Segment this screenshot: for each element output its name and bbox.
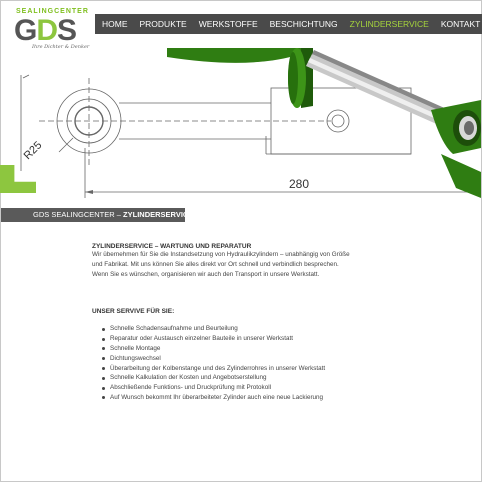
paragraph-line: Wenn Sie es wünschen, organisieren wir a…	[92, 270, 320, 278]
list-item: Schnelle Schadensaufnahme und Beurteilun…	[102, 324, 392, 334]
nav-item-produkte[interactable]: PRODUKTE	[139, 19, 187, 29]
logo-tagline: Ihre Dichter & Denker	[32, 44, 90, 50]
cylinder-image	[167, 48, 481, 198]
list-item: Schnelle Kalkulation der Kosten und Ange…	[102, 373, 392, 383]
list-item: Schnelle Montage	[102, 344, 392, 354]
radius-label: R25	[22, 139, 45, 162]
logo-mark: GDS	[14, 14, 77, 47]
section-title-prefix: GDS SEALINGCENTER –	[33, 210, 124, 219]
list-item: Überarbeitung der Kolbenstange und des Z…	[102, 364, 392, 374]
nav-item-kontakt[interactable]: KONTAKT	[440, 19, 481, 29]
logo[interactable]: SEALINGCENTER GDS Ihre Dichter & Denker	[14, 8, 94, 52]
intro-paragraph: Wir übernehmen für Sie die Instandsetzun…	[92, 250, 392, 279]
logo-top-text: SEALINGCENTER	[16, 8, 89, 15]
main-content: ZYLINDERSERVICE – WARTUNG UND REPARATUR …	[92, 243, 392, 403]
nav-item-zylinderservice[interactable]: ZYLINDERSERVICE	[349, 19, 429, 29]
main-nav: HOME PRODUKTE WERKSTOFFE BESCHICHTUNG ZY…	[95, 14, 482, 34]
list-item: Auf Wunsch bekommt Ihr überarbeiteter Zy…	[102, 393, 392, 403]
section-title-bar: GDS SEALINGCENTER – ZYLINDERSERVICE	[1, 208, 193, 222]
nav-item-home[interactable]: HOME	[102, 19, 128, 29]
service-heading: UNSER SERVIVE FÜR SIE:	[92, 308, 175, 316]
nav-item-werkstoffe[interactable]: WERKSTOFFE	[198, 19, 258, 29]
length-label: 280	[289, 177, 309, 191]
hero-cylinder-drawing: R25 280	[20, 48, 481, 198]
content-heading: ZYLINDERSERVICE – WARTUNG UND REPARATUR	[92, 243, 252, 250]
dimension-arrow-icon	[85, 190, 93, 194]
paragraph-line: Wir übernehmen für Sie die Instandsetzun…	[92, 251, 350, 258]
list-item: Abschließende Funktions- und Druckprüfun…	[102, 383, 392, 393]
paragraph-line: und Fabrikat. Mit uns können Sie alles d…	[92, 260, 339, 268]
section-title-strong: ZYLINDERSERVICE	[123, 210, 194, 219]
nav-item-beschichtung[interactable]: BESCHICHTUNG	[269, 19, 338, 29]
list-item: Reparatur oder Austausch einzelner Baute…	[102, 334, 392, 344]
list-item: Dichtungswechsel	[102, 354, 392, 364]
service-list: Schnelle Schadensaufnahme und Beurteilun…	[92, 324, 392, 402]
